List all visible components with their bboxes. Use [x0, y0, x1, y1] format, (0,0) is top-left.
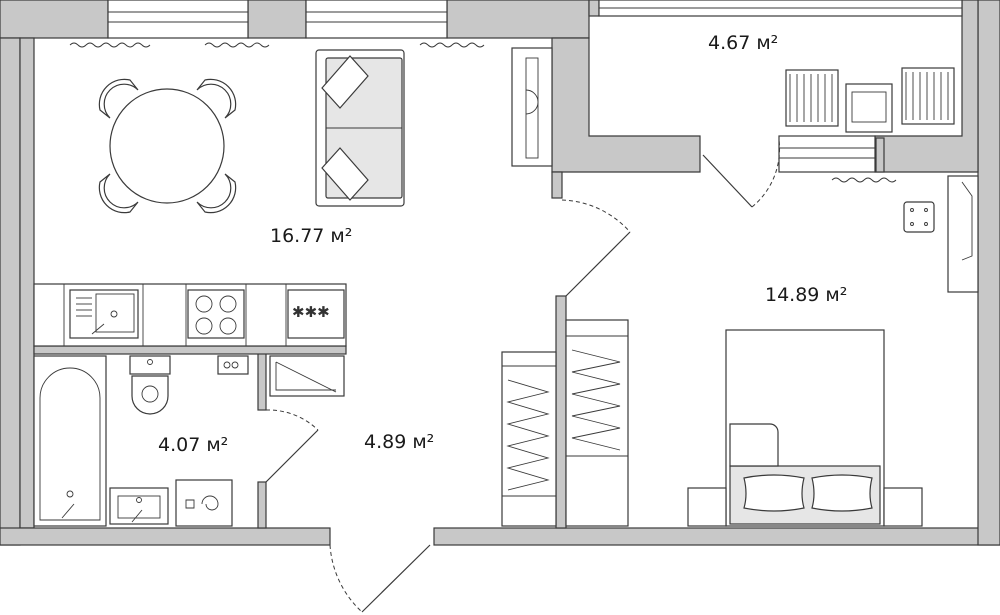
bathroom-fixtures — [33, 355, 233, 527]
svg-text:✱✱✱: ✱✱✱ — [292, 303, 330, 321]
living-kitchen-area: 16.77 м² — [270, 225, 352, 247]
balcony-chairs — [785, 67, 955, 133]
doors — [265, 139, 781, 613]
bathroom-area: 4.07 м² — [158, 434, 228, 456]
dining-table — [98, 78, 237, 214]
bed — [725, 329, 885, 527]
bedroom-wardrobe — [903, 175, 979, 293]
wardrobe — [501, 319, 629, 527]
nightstands — [687, 487, 923, 527]
hallway-area: 4.89 м² — [364, 431, 434, 453]
kitchen-counter: ✱✱✱ — [33, 283, 347, 397]
bedroom-area: 14.89 м² — [765, 284, 847, 306]
sofa — [315, 49, 405, 207]
balcony-area: 4.67 м² — [708, 32, 778, 54]
windows — [69, 0, 963, 183]
tv-stand — [511, 47, 553, 167]
